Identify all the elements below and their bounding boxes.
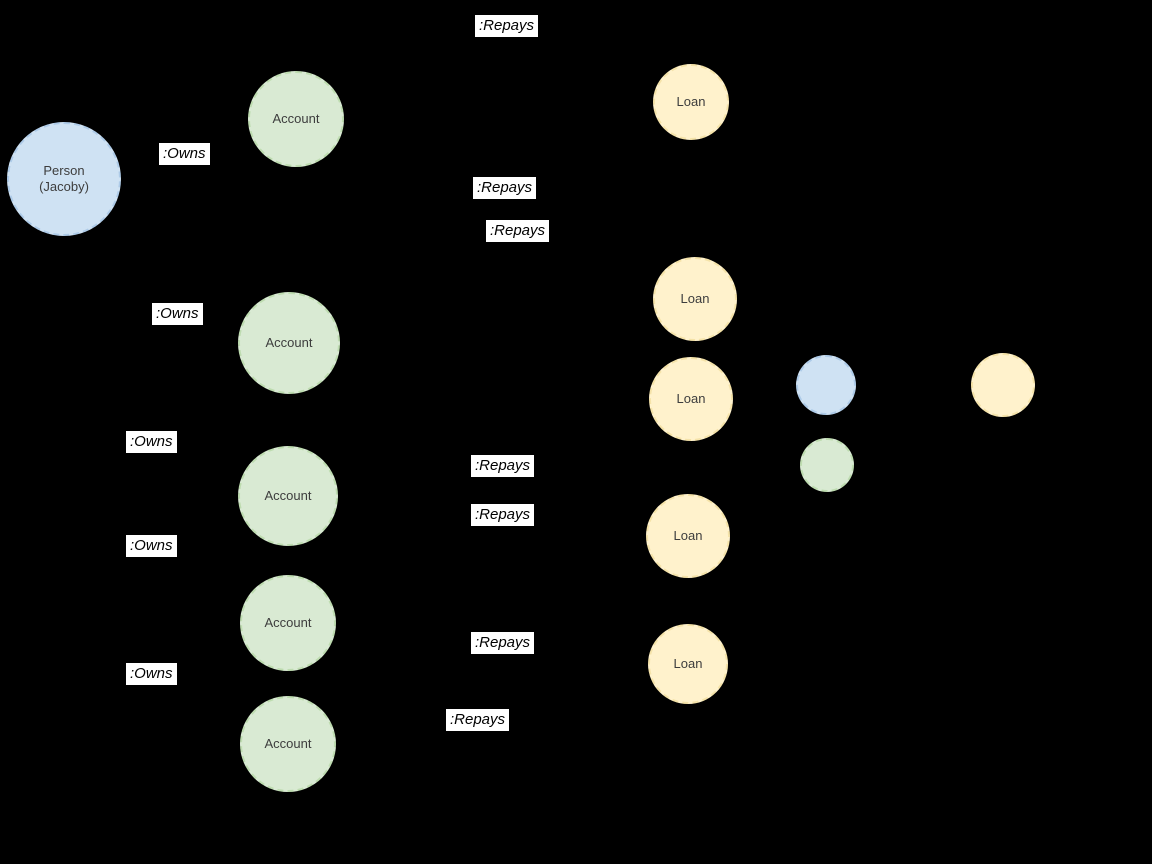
node-account-4[interactable]: Account — [240, 575, 336, 671]
edge-label-repays-5[interactable]: :Repays — [471, 504, 535, 526]
node-account-5[interactable]: Account — [240, 696, 336, 792]
node-label: Account — [264, 614, 312, 630]
node-label: Account — [272, 110, 320, 126]
node-label: Loan — [676, 93, 706, 109]
edge-label-repays-4[interactable]: :Repays — [471, 455, 535, 477]
node-account-2[interactable]: Account — [238, 292, 340, 394]
node-small-loan[interactable] — [971, 353, 1035, 417]
edge-label-repays-2[interactable]: :Repays — [473, 177, 537, 199]
node-label: Account — [265, 334, 313, 350]
edge-label-repays-1[interactable]: :Repays — [475, 15, 539, 37]
edge-label-owns-4[interactable]: :Owns — [126, 535, 177, 557]
node-label: Account — [264, 487, 312, 503]
node-small-account[interactable] — [800, 438, 854, 492]
node-loan-3[interactable]: Loan — [649, 357, 733, 441]
node-loan-2[interactable]: Loan — [653, 257, 737, 341]
edge-label-owns-2[interactable]: :Owns — [152, 303, 203, 325]
edge-label-owns-1[interactable]: :Owns — [159, 143, 210, 165]
node-person-jacoby[interactable]: Person (Jacoby) — [7, 122, 121, 236]
node-label: Loan — [673, 527, 703, 543]
node-label: Loan — [673, 655, 703, 671]
node-label: Person (Jacoby) — [39, 162, 89, 194]
node-loan-4[interactable]: Loan — [646, 494, 730, 578]
node-account-1[interactable]: Account — [248, 71, 344, 167]
node-small-person[interactable] — [796, 355, 856, 415]
node-label: Loan — [680, 290, 710, 306]
node-account-3[interactable]: Account — [238, 446, 338, 546]
edge-label-repays-7[interactable]: :Repays — [446, 709, 510, 731]
node-loan-1[interactable]: Loan — [653, 64, 729, 140]
edge-label-owns-5[interactable]: :Owns — [126, 663, 177, 685]
node-loan-5[interactable]: Loan — [648, 624, 728, 704]
edge-label-owns-3[interactable]: :Owns — [126, 431, 177, 453]
node-label: Account — [264, 735, 312, 751]
edge-label-repays-6[interactable]: :Repays — [471, 632, 535, 654]
node-label: Loan — [676, 390, 706, 406]
edge-label-repays-3[interactable]: :Repays — [486, 220, 550, 242]
